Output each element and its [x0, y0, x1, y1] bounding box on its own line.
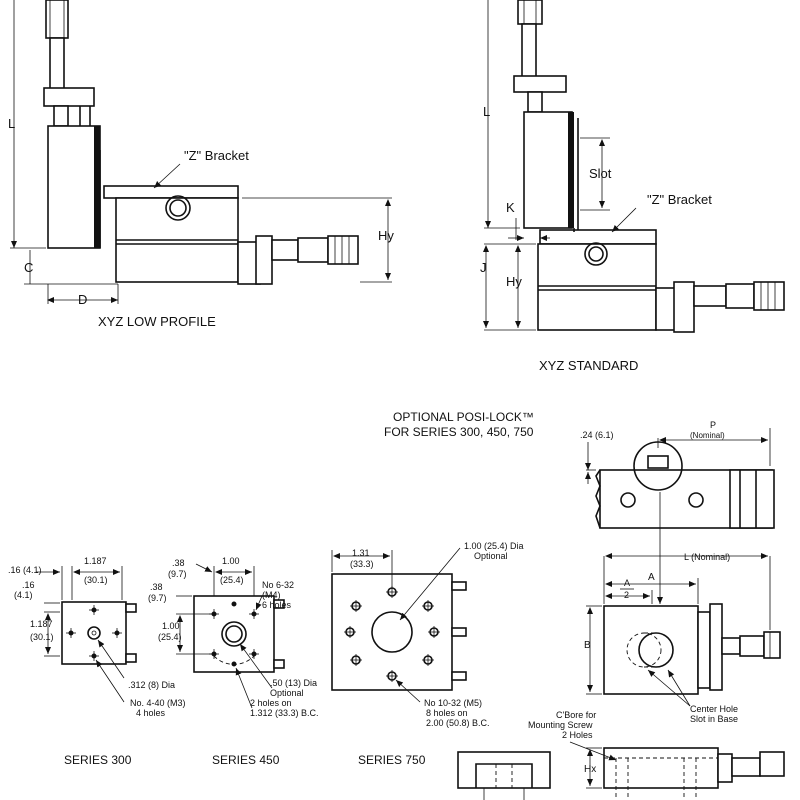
z-bracket-label: "Z" Bracket — [184, 148, 249, 163]
xyz-low-profile-view: L C D Hy "Z" Bracket XYZ LOW PROFILE — [8, 0, 394, 329]
dim-100-top: 1.00 — [222, 556, 240, 566]
series-750-dia-2: Optional — [474, 551, 508, 561]
z-bracket-plate — [539, 228, 657, 245]
dim-L-label: L — [483, 104, 490, 119]
posi-lock-bottom-view — [569, 741, 785, 800]
dim-1187-top: 1.187 — [84, 556, 107, 566]
center-hole-label-2: Slot in Base — [690, 714, 738, 724]
series-450-holes-1: No 6-32 — [262, 580, 294, 590]
dim-100-side: 1.00 — [162, 621, 180, 631]
series-300-holes-2: 4 holes — [136, 708, 166, 718]
series-750-dimensions — [331, 547, 461, 703]
dim-24-label: .24 (6.1) — [580, 430, 614, 440]
dim-L-nominal-label: L (Nominal) — [684, 552, 730, 562]
series-450-view: .38 (9.7) .38 (9.7) 1.00 (25.4) 1.00 (25… — [148, 556, 319, 767]
dim-1187-side2: (30.1) — [30, 632, 54, 642]
series-750-side-profile — [457, 751, 551, 800]
series-300-mounting-holes — [66, 605, 122, 661]
series-300-dimensions — [36, 566, 125, 703]
dim-16-b2: (4.1) — [14, 590, 33, 600]
series-450-dia-1: .50 (13) Dia — [270, 678, 317, 688]
dim-D-label: D — [78, 292, 87, 307]
dim-Hy-label: Hy — [378, 228, 394, 243]
z-stage-body — [523, 111, 579, 230]
dim-16-b: .16 — [22, 580, 35, 590]
series-300-caption: SERIES 300 — [64, 753, 132, 767]
vertical-micrometer — [43, 0, 95, 128]
dim-38-b2: (9.7) — [148, 593, 167, 603]
dim-J-label: J — [480, 260, 487, 275]
dim-100-side2: (25.4) — [158, 632, 182, 642]
series-750-caption: SERIES 750 — [358, 753, 426, 767]
dim-38-b: .38 — [150, 582, 163, 592]
dim-Hy-label: Hy — [506, 274, 522, 289]
cbore-label-3: 2 Holes — [562, 730, 593, 740]
series-750-holes-1: No 10-32 (M5) — [424, 698, 482, 708]
standard-caption: XYZ STANDARD — [539, 358, 638, 373]
z-stage-body — [47, 125, 101, 249]
series-450-dimensions — [176, 563, 273, 709]
dim-Hx-label: Hx — [584, 764, 596, 775]
posi-lock-title-1: OPTIONAL POSI-LOCK™ — [393, 410, 534, 424]
z-bracket-label: "Z" Bracket — [647, 192, 712, 207]
cbore-label-2: Mounting Screw — [528, 720, 593, 730]
series-300-dia-label: .312 (8) Dia — [128, 680, 175, 690]
series-750-holes-2: 8 holes on — [426, 708, 468, 718]
posi-lock-title-2: FOR SERIES 300, 450, 750 — [384, 425, 534, 439]
series-450-bc-2: 1.312 (33.3) B.C. — [250, 708, 319, 718]
dim-16-a: .16 (4.1) — [8, 565, 42, 575]
series-750-holes-3: 2.00 (50.8) B.C. — [426, 718, 490, 728]
center-hole-label-1: Center Hole — [690, 704, 738, 714]
series-300-view: .16 (4.1) .16 (4.1) 1.187 (30.1) 1.187 (… — [8, 556, 186, 767]
series-450-caption: SERIES 450 — [212, 753, 280, 767]
series-450-holes-3: 6 holes — [262, 600, 292, 610]
z-bracket-plate — [103, 185, 239, 199]
posi-lock-side-view — [585, 428, 775, 604]
posi-lock-view: OPTIONAL POSI-LOCK™ FOR SERIES 300, 450,… — [384, 410, 785, 800]
dim-B-label: B — [584, 640, 591, 651]
dim-1187-top2: (30.1) — [84, 575, 108, 585]
dim-L-label: L — [8, 116, 15, 131]
low-profile-dimensions — [10, 0, 392, 304]
series-750-view: 1.31 (33.3) 1.00 (25.4) Dia Optional No … — [331, 541, 551, 800]
dim-131: 1.31 — [352, 548, 370, 558]
dim-131-2: (33.3) — [350, 559, 374, 569]
dim-38-a2: (9.7) — [168, 569, 187, 579]
dim-P-label: P — [710, 420, 716, 430]
posi-lock-top-view — [586, 553, 781, 707]
xy-base-block — [537, 242, 785, 333]
xy-base-block — [115, 195, 359, 285]
dim-C-label: C — [24, 260, 33, 275]
standard-dimensions — [483, 0, 637, 331]
series-450-mounting-holes — [209, 601, 259, 667]
dim-A2-denominator: 2 — [624, 590, 629, 600]
series-750-mounting-holes — [344, 586, 440, 682]
cbore-label-1: C'Bore for — [556, 710, 596, 720]
xyz-standard-view: L Slot K J Hy "Z" Bracket XYZ STANDARD — [480, 0, 785, 373]
series-300-holes-1: No. 4-40 (M3) — [130, 698, 186, 708]
series-450-bc-1: 2 holes on — [250, 698, 292, 708]
low-profile-caption: XYZ LOW PROFILE — [98, 314, 216, 329]
series-450-dia-2: Optional — [270, 688, 304, 698]
dim-100-top2: (25.4) — [220, 575, 244, 585]
dim-38-a: .38 — [172, 558, 185, 568]
slot-label: Slot — [589, 166, 612, 181]
dim-P-note: (Nominal) — [690, 431, 725, 440]
dim-A-label: A — [648, 572, 655, 583]
series-750-dia-1: 1.00 (25.4) Dia — [464, 541, 524, 551]
dim-A2-numerator: A — [624, 578, 630, 588]
series-450-holes-2: (M4) — [262, 590, 281, 600]
dim-1187-side: 1.187 — [30, 619, 53, 629]
dim-K-label: K — [506, 200, 515, 215]
vertical-micrometer — [513, 0, 567, 113]
